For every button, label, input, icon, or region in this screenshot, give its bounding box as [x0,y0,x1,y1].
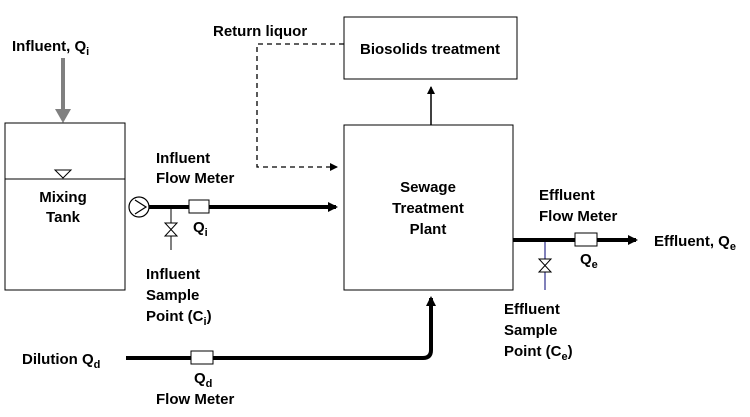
effluent-flow-meter-label-1: Effluent [539,187,595,204]
plant-label-1: Sewage [400,179,456,196]
influent-flow-meter-icon [188,199,210,214]
effluent-flow-meter-icon [574,232,598,247]
influent-arrow [55,58,71,123]
dilution-flow-meter-icon [190,350,214,365]
effluent-sample-label-3: Point (Ce) [504,343,573,363]
dilution-label: Dilution Qd [22,351,100,371]
plant-label-2: Treatment [392,200,464,217]
influent-sample-label-2: Sample [146,287,199,304]
influent-sample-label-3: Point (Ci) [146,308,212,328]
dilution-pipe [126,296,436,360]
mixing-tank-label-1: Mixing [39,189,87,206]
biosolids-treatment [343,16,518,80]
mixing-tank-label-2: Tank [46,209,81,226]
dilution-flow-meter-label: Flow Meter [156,391,235,408]
effluent-meter-q-label: Qe [580,251,598,271]
plant-label-3: Plant [410,221,447,238]
influent-sample-valve-icon [163,209,179,250]
influent-flow-meter-label-2: Flow Meter [156,170,235,187]
return-liquor-line [256,43,344,171]
effluent-sample-label-2: Sample [504,322,557,339]
mixing-tank [4,122,126,291]
biosolids-label: Biosolids treatment [360,41,500,58]
influent-sample-label-1: Influent [146,266,200,283]
dilution-meter-q-label: Qd [194,370,212,390]
influent-flow-meter-label-1: Influent [156,150,210,167]
effluent-sample-valve-icon [537,242,553,290]
sewage-treatment-plant [343,124,514,291]
effluent-sample-label-1: Effluent [504,301,560,318]
pump-icon [128,196,150,218]
influent-label: Influent, Qi [12,38,89,58]
return-liquor-label: Return liquor [213,23,307,40]
water-level-icon [53,169,73,179]
effluent-label: Effluent, Qe [654,233,736,253]
effluent-flow-meter-label-2: Flow Meter [539,208,618,225]
influent-meter-q-label: Qi [193,219,208,239]
